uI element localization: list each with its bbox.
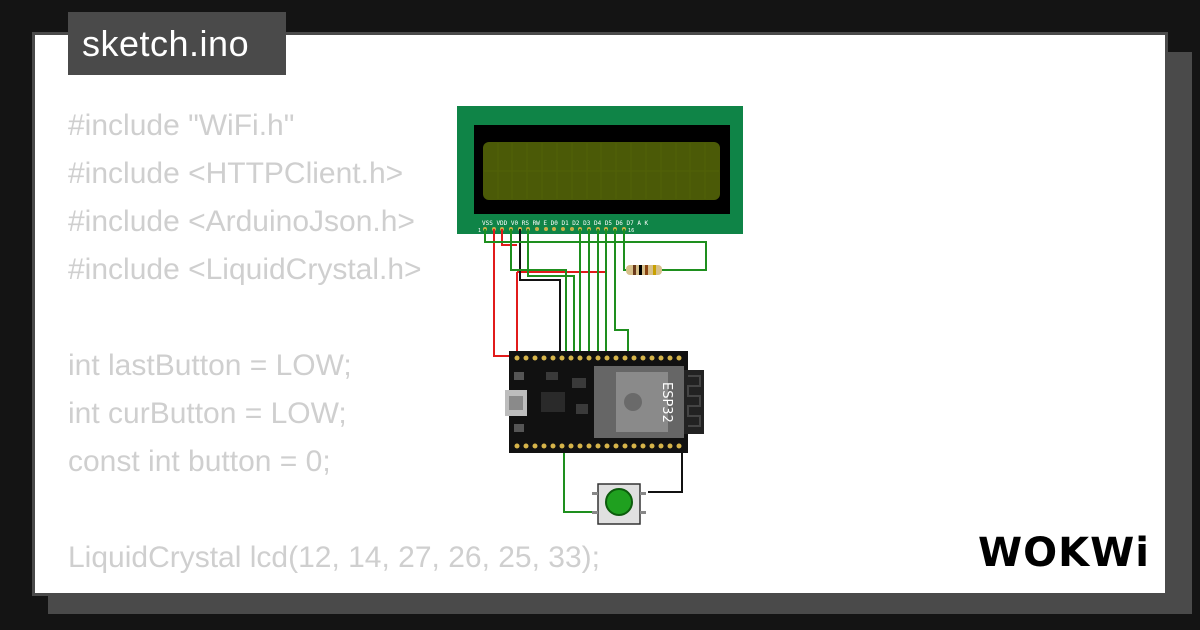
wokwi-logo-text: WOKWi <box>978 530 1150 576</box>
code-line: #include <HTTPClient.h> <box>68 157 404 190</box>
wokwi-logo[interactable]: WOKWi <box>976 526 1151 576</box>
code-listing: #include "WiFi.h" #include <HTTPClient.h… <box>68 102 600 582</box>
code-line: int lastButton = LOW; <box>68 349 352 382</box>
lcd-module[interactable]: VSS VDD V0 RS RW E D0 D1 D2 D3 D4 D5 D6 … <box>457 106 743 234</box>
push-button[interactable] <box>592 483 646 525</box>
filename-tab[interactable]: sketch.ino <box>68 12 286 75</box>
code-line: int curButton = LOW; <box>68 397 347 430</box>
code-line: #include "WiFi.h" <box>68 109 295 142</box>
lcd-pin-last: 16 <box>628 228 634 234</box>
resistor[interactable] <box>626 265 662 275</box>
code-line: const int button = 0; <box>68 445 331 478</box>
lcd-pin-first: 1 <box>478 228 481 234</box>
lcd-pin-labels: VSS VDD V0 RS RW E D0 D1 D2 D3 D4 D5 D6 … <box>482 220 649 227</box>
code-line: #include <LiquidCrystal.h> <box>68 253 422 286</box>
esp32-label: ESP32 <box>659 382 674 423</box>
code-line: #include <ArduinoJson.h> <box>68 205 415 238</box>
esp32-board[interactable]: ESP32 <box>505 351 704 453</box>
code-line: LiquidCrystal lcd(12, 14, 27, 26, 25, 33… <box>68 541 600 574</box>
circuit-diagram: VSS VDD V0 RS RW E D0 D1 D2 D3 D4 D5 D6 … <box>457 106 743 525</box>
